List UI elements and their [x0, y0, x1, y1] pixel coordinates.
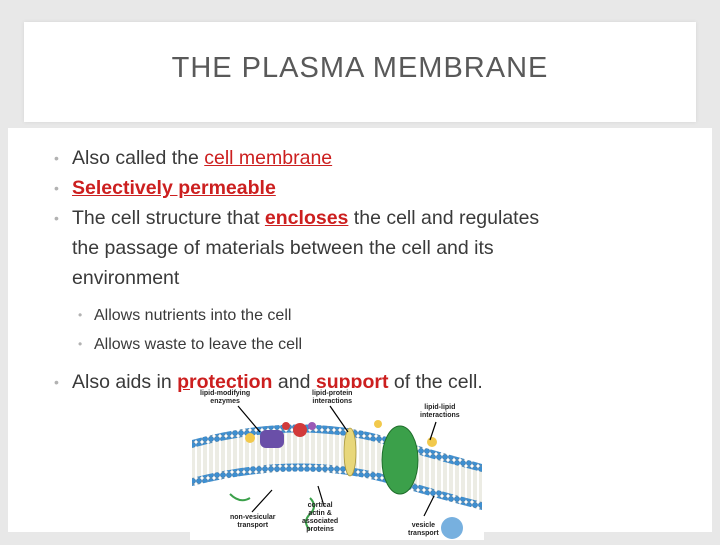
bullet-list: • Also called the cell membrane • Select…: [52, 143, 672, 397]
term-selectively-permeable: Selectively permeable: [72, 177, 276, 199]
bullet-dot-icon: •: [54, 150, 59, 166]
bullet-dot-icon: •: [54, 374, 59, 390]
sub-bullet-1: • Allows nutrients into the cell: [52, 301, 672, 330]
bullet-4-suffix: of the cell.: [388, 371, 483, 393]
term-cell-membrane: cell membrane: [204, 147, 333, 169]
bullet-4-prefix: Also aids in: [72, 371, 178, 393]
bullet-4-mid: and: [272, 371, 316, 393]
term-support: support: [315, 371, 389, 393]
sub-bullet-1-text: Allows nutrients into the cell: [94, 307, 292, 324]
page-title: THE PLASMA MEMBRANE: [171, 52, 549, 84]
sub-bullet-2: • Allows waste to leave the cell: [52, 330, 672, 359]
bullet-3-line3: environment: [72, 267, 180, 289]
term-protection: protection: [177, 371, 273, 393]
bullet-item-1: • Also called the cell membrane: [52, 143, 672, 173]
bullet-3-prefix: The cell structure that: [72, 207, 265, 229]
bullet-dot-icon: •: [54, 210, 59, 226]
bullet-item-2: • Selectively permeable: [52, 173, 672, 203]
bullet-dot-icon: •: [78, 308, 83, 322]
bullet-dot-icon: •: [78, 337, 83, 351]
bullet-3-line1-suffix: the cell and regulates: [348, 207, 540, 229]
sub-bullet-2-text: Allows waste to leave the cell: [94, 336, 303, 353]
term-encloses: encloses: [264, 207, 349, 229]
bullet-3-line2: the passage of materials between the cel…: [72, 237, 494, 259]
bullet-item-4: • Also aids in protection and support of…: [52, 367, 672, 397]
bullet-dot-icon: •: [54, 180, 59, 196]
title-box: THE PLASMA MEMBRANE: [24, 22, 696, 122]
membrane-illustration: [192, 405, 482, 539]
bullet-item-3: • The cell structure that encloses the c…: [52, 203, 672, 293]
bullet-1-prefix: Also called the: [72, 147, 205, 169]
